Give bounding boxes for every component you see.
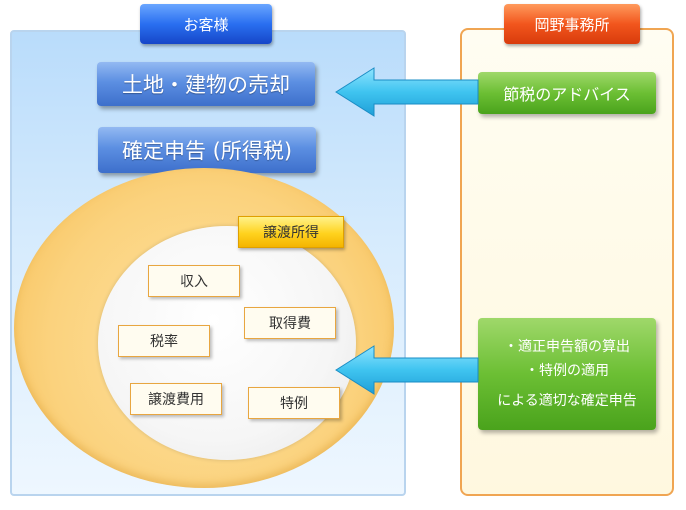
transfer-income-label: 譲渡所得 (238, 216, 344, 248)
tax-rate-box: 税率 (118, 325, 210, 357)
services-line-1: ・適正申告額の算出 (504, 339, 630, 355)
services-line-2: ・特例の適用 (525, 363, 609, 379)
acquisition-cost-box: 取得費 (244, 307, 336, 339)
office-tab: 岡野事務所 (504, 4, 640, 44)
advice-box: 節税のアドバイス (478, 72, 656, 114)
special-exception-box: 特例 (248, 387, 340, 419)
sale-box: 土地・建物の売却 (97, 62, 315, 106)
services-box: ・適正申告額の算出 ・特例の適用 による適切な確定申告 (478, 318, 656, 430)
arrow-left-icon (335, 67, 479, 117)
arrow-left-icon (335, 345, 479, 395)
income-box: 収入 (148, 265, 240, 297)
client-tab: お客様 (140, 4, 272, 44)
tax-return-box: 確定申告 (所得税) (98, 127, 316, 173)
transfer-cost-box: 譲渡費用 (130, 383, 222, 415)
services-line-3: による適切な確定申告 (497, 393, 637, 409)
